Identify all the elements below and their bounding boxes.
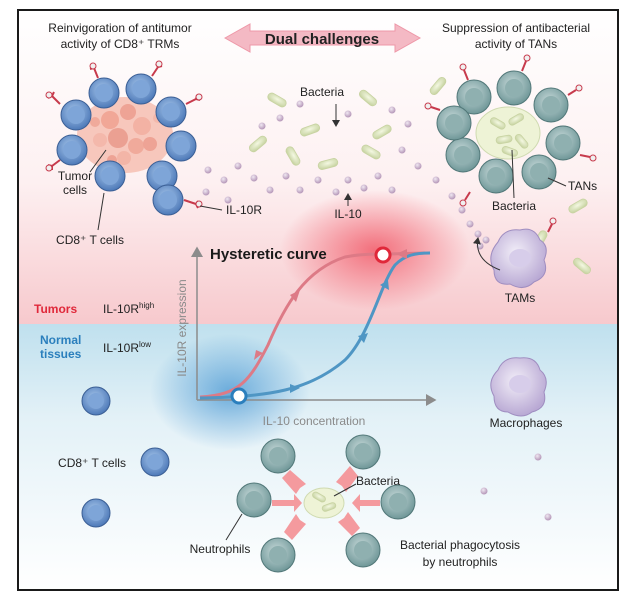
normal-tissues-label-line1: Normal (40, 333, 81, 347)
cd8-t-cells-top-label: CD8⁺ T cells (56, 233, 124, 247)
neutrophils-label: Neutrophils (190, 542, 251, 556)
red-branch-arrows (254, 249, 407, 360)
cd8-t-cell-ring (56, 73, 197, 216)
bottom-bacteria-group (312, 491, 337, 512)
tan-cell-icon (478, 158, 514, 194)
tam-cell-icon (490, 228, 547, 288)
neutrophil-icon (345, 532, 381, 568)
tan-cluster (436, 70, 581, 194)
tams-label: TAMs (505, 291, 535, 305)
blue-state-marker (230, 387, 248, 405)
bacteria-center-label: Bacteria (300, 85, 344, 99)
il10r-receptor-tips (45, 60, 203, 208)
neutrophil-icon (236, 482, 272, 518)
phagocytosed-bacteria-icon (303, 487, 345, 519)
phagocytosis-label-line2: by neutrophils (423, 555, 498, 569)
bottom-il10-dots (480, 453, 552, 521)
blue-branch-arrows (290, 280, 389, 393)
cd8-t-cell-icon (56, 134, 88, 166)
il10-dots (202, 100, 490, 250)
cd8-t-cell-icon (125, 73, 157, 105)
tan-cell-icon (496, 70, 532, 106)
tumor-cells-label-line1: Tumor (58, 169, 92, 183)
tan-cell-icon (521, 154, 557, 190)
double-arrow-icon (223, 23, 422, 53)
right-title-line1: Suppression of antibacterial (442, 21, 590, 35)
plot-x-axis-label: IL-10 concentration (263, 414, 366, 428)
tam-uptake-arrow (472, 237, 501, 271)
right-title-line2: activity of TANs (475, 37, 557, 51)
tan-cell-icon (445, 137, 481, 173)
left-title-line2: activity of CD8⁺ TRMs (61, 37, 180, 51)
cd8-t-cell-icon (140, 447, 170, 477)
plot-title: Hysteretic curve (210, 246, 327, 263)
neutrophil-icon (380, 484, 416, 520)
il10r-low-label: IL-10Rlow (103, 340, 151, 355)
bacteria-right-pointer (511, 149, 515, 199)
tumor-cell-cluster (77, 97, 173, 173)
tan-cell-icon (456, 79, 492, 115)
cd8-t-cell-icon (146, 160, 178, 192)
il10r-pointer (199, 205, 223, 211)
il10r-high-label: IL-10Rhigh (103, 301, 154, 316)
neutrophil-icon (345, 434, 381, 470)
red-state-marker (374, 246, 392, 264)
tam-receptor-tip (549, 217, 557, 225)
bottom-bacteria-pointer (333, 483, 357, 497)
phagocytosis-label-line1: Bacterial phagocytosis (400, 538, 520, 552)
plot-y-axis-label: IL-10R expression (175, 279, 189, 376)
cd8-t-cell-icon (60, 99, 92, 131)
tan-cell-icon (533, 87, 569, 123)
tumors-label: Tumors (34, 302, 77, 316)
tan-receptor-tips (424, 54, 597, 207)
tan-cell-icon (545, 125, 581, 161)
tam-receptor (547, 223, 553, 233)
neutrophils-pointer (225, 513, 243, 541)
cd8-t-cells-bottom-label: CD8⁺ T cells (58, 456, 126, 470)
cd8-t-cell-icon (165, 130, 197, 162)
il10-label: IL-10 (334, 207, 362, 221)
normal-tissues-label-line2: tissues (40, 347, 82, 361)
phagocytosis-arrows (272, 466, 380, 540)
macrophages-label: Macrophages (490, 416, 563, 430)
figure-frame (17, 9, 619, 591)
bottom-bacteria-label: Bacteria (356, 474, 400, 488)
cd8-t-cell-icon (81, 386, 111, 416)
cd8-t-cell-icon (81, 498, 111, 528)
bottom-t-cells (81, 386, 170, 528)
center-title: Dual challenges (265, 31, 379, 48)
cd8-t-cell-icon (88, 77, 120, 109)
neutrophil-icon (260, 537, 296, 573)
macrophage-icon (490, 357, 547, 417)
bacteria-right-label: Bacteria (492, 199, 536, 213)
neutrophil-icon (260, 438, 296, 474)
left-title-line1: Reinvigoration of antitumor (48, 21, 191, 35)
cd8-t-cell-icon (155, 96, 187, 128)
cd8-t-cell-icon (94, 160, 126, 192)
red-glow (280, 190, 470, 310)
tans-label: TANs (568, 179, 597, 193)
il10r-label: IL-10R (226, 203, 262, 217)
tan-cell-icon (436, 105, 472, 141)
tan-receptor-icons (430, 60, 591, 201)
tumor-cells-pointer (89, 149, 107, 173)
neutrophil-ring (236, 434, 416, 573)
bacteria-center-group (249, 89, 392, 170)
cd8-t-cell-icon (152, 184, 184, 216)
tumor-cells-label-line2: cells (63, 183, 87, 197)
cd8-t-cells-pointer (97, 192, 105, 231)
tans-pointer (547, 177, 567, 187)
